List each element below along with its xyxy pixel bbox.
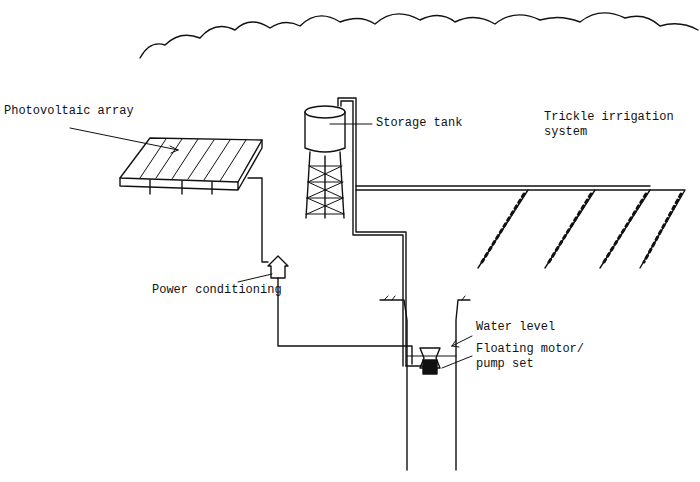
tank-top [305,106,345,118]
part-label: Storage tank [376,116,516,131]
well-walls [380,300,470,470]
pv-legs [150,180,212,194]
drip-lines [478,190,685,268]
motor-pump [423,360,437,374]
part-label: Water level [476,320,606,335]
leader-arrowhead [170,146,178,153]
pv-frame [120,140,262,190]
tower-legs [306,152,344,218]
leader-arrowhead [452,340,459,347]
water-surface [407,356,456,357]
leader-line [70,128,178,150]
part-label: Trickle irrigation system [544,110,684,140]
mountain-outline [140,13,698,58]
ground-ticks [384,296,465,300]
leader-line [238,274,272,282]
tank-body [305,112,345,152]
pump-wire [278,278,412,364]
part-label: Power conditioning [152,283,322,298]
leader-line [452,336,472,346]
part-label: Floating motor/ pump set [476,342,606,372]
leader-line [442,356,472,368]
supply-pipe [356,186,650,190]
leader-line [330,124,372,125]
pump-outlet [406,365,423,366]
drip-emitters [482,194,681,262]
pv-panel [120,138,262,182]
part-label: Photovoltaic array [4,104,174,119]
riser-pipe-inner [341,101,403,366]
array-wire [248,178,268,262]
riser-pipe-outer [338,98,406,366]
tower-bracing [306,166,344,214]
